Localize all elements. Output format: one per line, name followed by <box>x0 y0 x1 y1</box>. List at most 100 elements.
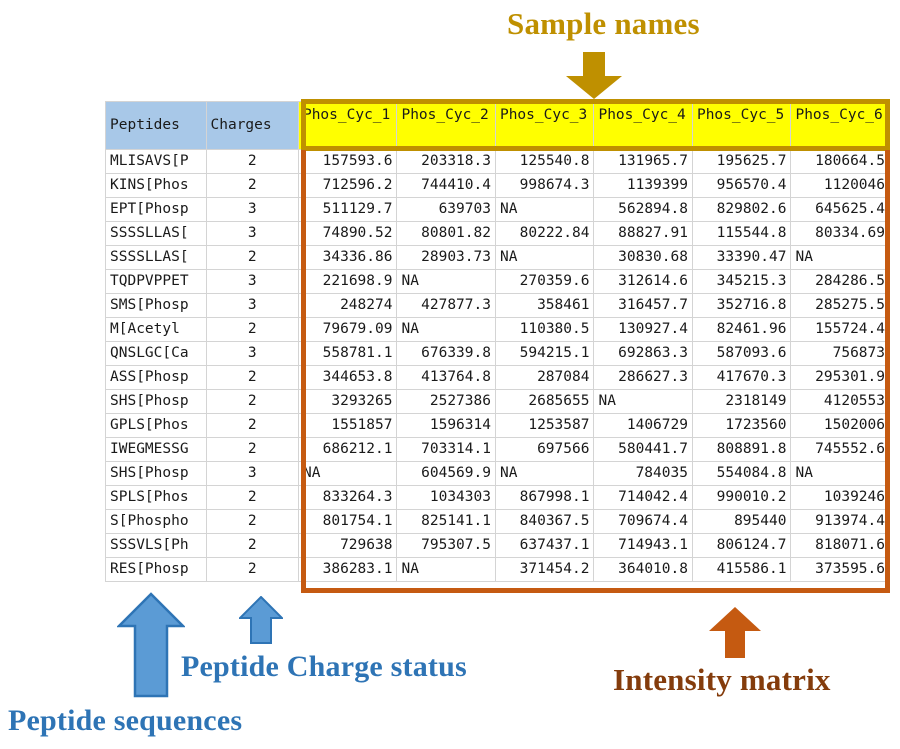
peptide-sequence-cell[interactable]: GPLS[Phos <box>105 413 207 438</box>
intensity-cell[interactable]: 580441.7 <box>593 437 693 462</box>
column-header-phos-cyc-2[interactable]: Phos_Cyc_2 <box>396 101 496 150</box>
intensity-cell[interactable]: 115544.8 <box>691 221 792 246</box>
peptide-sequence-cell[interactable]: SPLS[Phos <box>105 485 207 510</box>
intensity-cell[interactable]: 413764.8 <box>396 365 496 390</box>
peptide-sequence-cell[interactable]: SMS[Phosp <box>105 293 207 318</box>
intensity-cell[interactable]: 833264.3 <box>297 485 398 510</box>
intensity-cell[interactable]: 358461 <box>494 293 595 318</box>
intensity-cell[interactable]: 840367.5 <box>494 509 595 534</box>
intensity-cell[interactable]: 829802.6 <box>691 197 792 222</box>
intensity-cell[interactable]: 125540.8 <box>494 149 595 174</box>
intensity-cell[interactable]: 709674.4 <box>593 509 693 534</box>
intensity-cell[interactable]: 373595.6 <box>790 557 890 582</box>
intensity-cell[interactable]: 131965.7 <box>593 149 693 174</box>
charge-cell[interactable]: 3 <box>205 461 299 486</box>
intensity-cell[interactable]: 1723560 <box>691 413 792 438</box>
intensity-cell[interactable]: 80801.82 <box>396 221 496 246</box>
intensity-cell[interactable]: 79679.09 <box>297 317 398 342</box>
charge-cell[interactable]: 3 <box>205 197 299 222</box>
charge-cell[interactable]: 2 <box>205 509 299 534</box>
intensity-cell[interactable]: 110380.5 <box>494 317 595 342</box>
charge-cell[interactable]: 3 <box>205 221 299 246</box>
intensity-cell[interactable]: 180664.5 <box>790 149 890 174</box>
intensity-cell[interactable]: NA <box>396 317 496 342</box>
intensity-cell[interactable]: 3293265 <box>297 389 398 414</box>
intensity-cell[interactable]: 248274 <box>297 293 398 318</box>
intensity-cell[interactable]: 806124.7 <box>691 533 792 558</box>
intensity-cell[interactable]: 157593.6 <box>297 149 398 174</box>
intensity-cell[interactable]: 270359.6 <box>494 269 595 294</box>
intensity-cell[interactable]: 1502006 <box>790 413 890 438</box>
column-header-charges[interactable]: Charges <box>205 101 299 150</box>
column-header-phos-cyc-4[interactable]: Phos_Cyc_4 <box>593 101 693 150</box>
intensity-cell[interactable]: 371454.2 <box>494 557 595 582</box>
charge-cell[interactable]: 2 <box>205 437 299 462</box>
intensity-cell[interactable]: 30830.68 <box>593 245 693 270</box>
intensity-cell[interactable]: 676339.8 <box>396 341 496 366</box>
intensity-cell[interactable]: 808891.8 <box>691 437 792 462</box>
intensity-cell[interactable]: 417670.3 <box>691 365 792 390</box>
intensity-cell[interactable]: 28903.73 <box>396 245 496 270</box>
charge-cell[interactable]: 3 <box>205 341 299 366</box>
column-header-phos-cyc-6[interactable]: Phos_Cyc_6 <box>790 101 890 150</box>
intensity-cell[interactable]: 784035 <box>593 461 693 486</box>
peptide-sequence-cell[interactable]: RES[Phosp <box>105 557 207 582</box>
intensity-cell[interactable]: 587093.6 <box>691 341 792 366</box>
intensity-cell[interactable]: 825141.1 <box>396 509 496 534</box>
peptide-sequence-cell[interactable]: SHS[Phosp <box>105 389 207 414</box>
intensity-cell[interactable]: 1406729 <box>593 413 693 438</box>
intensity-cell[interactable]: 1034303 <box>396 485 496 510</box>
peptide-sequence-cell[interactable]: EPT[Phosp <box>105 197 207 222</box>
charge-cell[interactable]: 2 <box>205 317 299 342</box>
charge-cell[interactable]: 2 <box>205 389 299 414</box>
intensity-cell[interactable]: 554084.8 <box>691 461 792 486</box>
intensity-cell[interactable]: 130927.4 <box>593 317 693 342</box>
intensity-cell[interactable]: 895440 <box>691 509 792 534</box>
charge-cell[interactable]: 2 <box>205 533 299 558</box>
intensity-cell[interactable]: 88827.91 <box>593 221 693 246</box>
charge-cell[interactable]: 2 <box>205 245 299 270</box>
intensity-cell[interactable]: 1139399 <box>593 173 693 198</box>
intensity-cell[interactable]: 692863.3 <box>593 341 693 366</box>
charge-cell[interactable]: 2 <box>205 365 299 390</box>
intensity-cell[interactable]: 639703 <box>396 197 496 222</box>
intensity-cell[interactable]: 697566 <box>494 437 595 462</box>
intensity-cell[interactable]: 312614.6 <box>593 269 693 294</box>
intensity-cell[interactable]: 2527386 <box>396 389 496 414</box>
intensity-cell[interactable]: 1551857 <box>297 413 398 438</box>
intensity-cell[interactable]: 80334.69 <box>790 221 890 246</box>
intensity-cell[interactable]: 990010.2 <box>691 485 792 510</box>
intensity-cell[interactable]: NA <box>593 389 693 414</box>
column-header-phos-cyc-3[interactable]: Phos_Cyc_3 <box>494 101 595 150</box>
peptide-sequence-cell[interactable]: IWEGMESSG <box>105 437 207 462</box>
intensity-cell[interactable]: 33390.47 <box>691 245 792 270</box>
intensity-cell[interactable]: 285275.5 <box>790 293 890 318</box>
intensity-cell[interactable]: 795307.5 <box>396 533 496 558</box>
intensity-cell[interactable]: 4120553 <box>790 389 890 414</box>
intensity-cell[interactable]: NA <box>297 461 398 486</box>
intensity-cell[interactable]: 1596314 <box>396 413 496 438</box>
intensity-cell[interactable]: 913974.4 <box>790 509 890 534</box>
intensity-cell[interactable]: 195625.7 <box>691 149 792 174</box>
intensity-cell[interactable]: 729638 <box>297 533 398 558</box>
intensity-cell[interactable]: 801754.1 <box>297 509 398 534</box>
charge-cell[interactable]: 3 <box>205 269 299 294</box>
charge-cell[interactable]: 2 <box>205 557 299 582</box>
intensity-cell[interactable]: 818071.6 <box>790 533 890 558</box>
intensity-cell[interactable]: 2685655 <box>494 389 595 414</box>
intensity-cell[interactable]: 316457.7 <box>593 293 693 318</box>
intensity-cell[interactable]: 1120046 <box>790 173 890 198</box>
peptide-sequence-cell[interactable]: KINS[Phos <box>105 173 207 198</box>
peptide-sequence-cell[interactable]: SSSSLLAS[ <box>105 245 207 270</box>
intensity-cell[interactable]: 686212.1 <box>297 437 398 462</box>
